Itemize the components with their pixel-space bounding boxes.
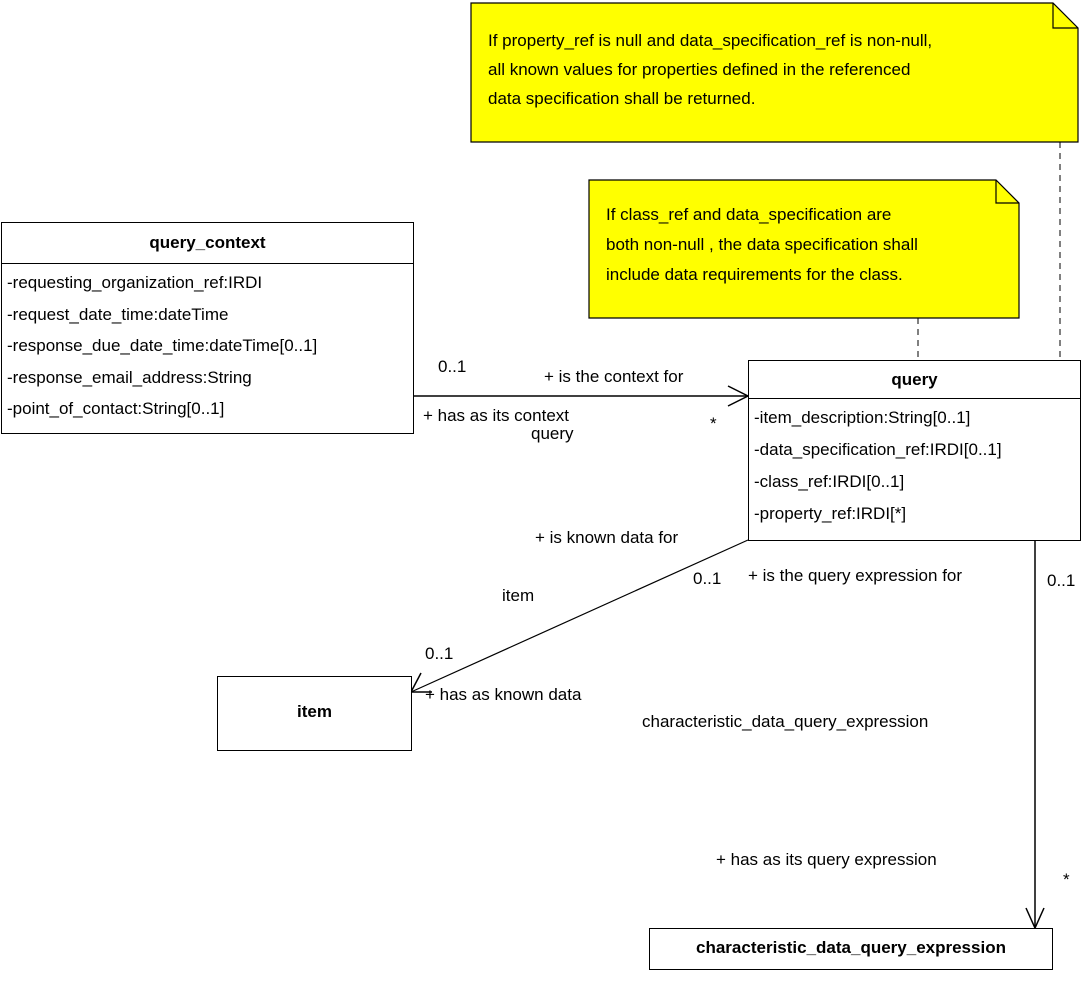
attribute: -response_due_date_time:dateTime[0..1] [7,336,318,355]
attribute: -property_ref:IRDI[*] [754,504,907,523]
multiplicity: 0..1 [1047,571,1076,590]
association-name: item [502,586,535,605]
note-1-shape [470,2,1079,143]
attribute: -response_email_address:String [7,367,252,387]
class-name: query [749,361,1080,399]
note-2-fold [995,180,1019,204]
note-line: If property_ref is null and data_specifi… [488,31,933,50]
attribute: -data_specification_ref:IRDI[0..1] [754,440,1002,459]
role-label: + has as its query expression [716,850,937,869]
note-line: both non-null , the data specification s… [606,235,918,254]
multiplicity: * [1063,870,1070,889]
attribute: -request_date_time:dateTime [7,304,229,324]
note-line: include data requirements for the class. [606,265,903,284]
class-item[interactable]: item [217,676,412,751]
role-label: + is known data for [535,528,679,547]
attribute: -requesting_organization_ref:IRDI [7,273,263,292]
class-query-context[interactable]: query_context -requesting_organization_r… [1,222,414,434]
multiplicity: * [710,414,717,433]
attribute: -class_ref:IRDI[0..1] [754,472,905,491]
role-label: + has as its context [423,406,569,425]
multiplicity: 0..1 [438,357,467,376]
class-name: query_context [2,223,413,264]
note-line: all known values for properties defined … [488,60,911,79]
attribute: -point_of_contact:String[0..1] [7,399,225,418]
class-characteristic-data-query-expression[interactable]: characteristic_data_query_expression [649,928,1053,970]
note-line: If class_ref and data_specification are [606,205,892,224]
role-label: + has as known data [425,685,582,704]
note-2-shape [588,179,1020,319]
known-data-association [410,539,749,693]
attribute: -item_description:String[0..1] [754,408,971,427]
role-label: query [531,424,574,443]
class-name: item [297,702,332,721]
role-label: + is the query expression for [748,566,963,585]
association-name: characteristic_data_query_expression [642,712,929,731]
multiplicity: 0..1 [425,644,454,663]
class-name: characteristic_data_query_expression [696,938,1006,957]
note-1-fold [1052,3,1078,29]
note-line: data specification shall be returned. [488,89,756,108]
multiplicity: 0..1 [693,569,722,588]
role-label: + is the context for [544,367,684,386]
class-query[interactable]: query -item_description:String[0..1] -da… [748,360,1081,541]
